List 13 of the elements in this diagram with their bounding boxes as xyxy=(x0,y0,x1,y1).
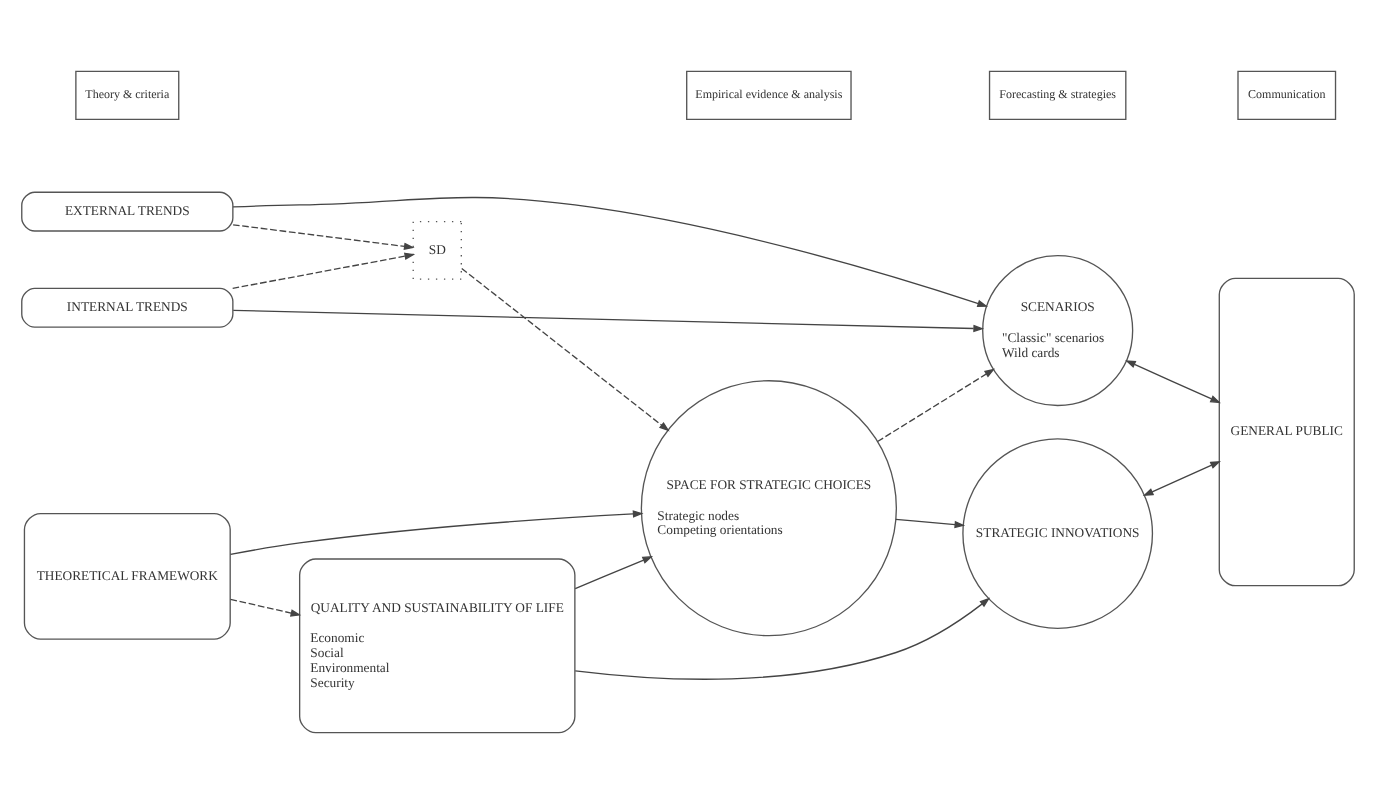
arrow xyxy=(229,598,302,617)
arrow xyxy=(229,510,644,556)
arrow xyxy=(574,556,654,590)
arrow xyxy=(232,196,988,307)
arrow xyxy=(232,224,415,251)
arrow xyxy=(232,252,416,290)
arrow xyxy=(1142,460,1221,497)
arrow xyxy=(461,267,670,432)
arrow xyxy=(232,309,985,333)
arrow xyxy=(574,597,991,680)
arrow xyxy=(876,368,996,443)
arrow xyxy=(895,518,966,529)
arrow xyxy=(1125,360,1221,404)
